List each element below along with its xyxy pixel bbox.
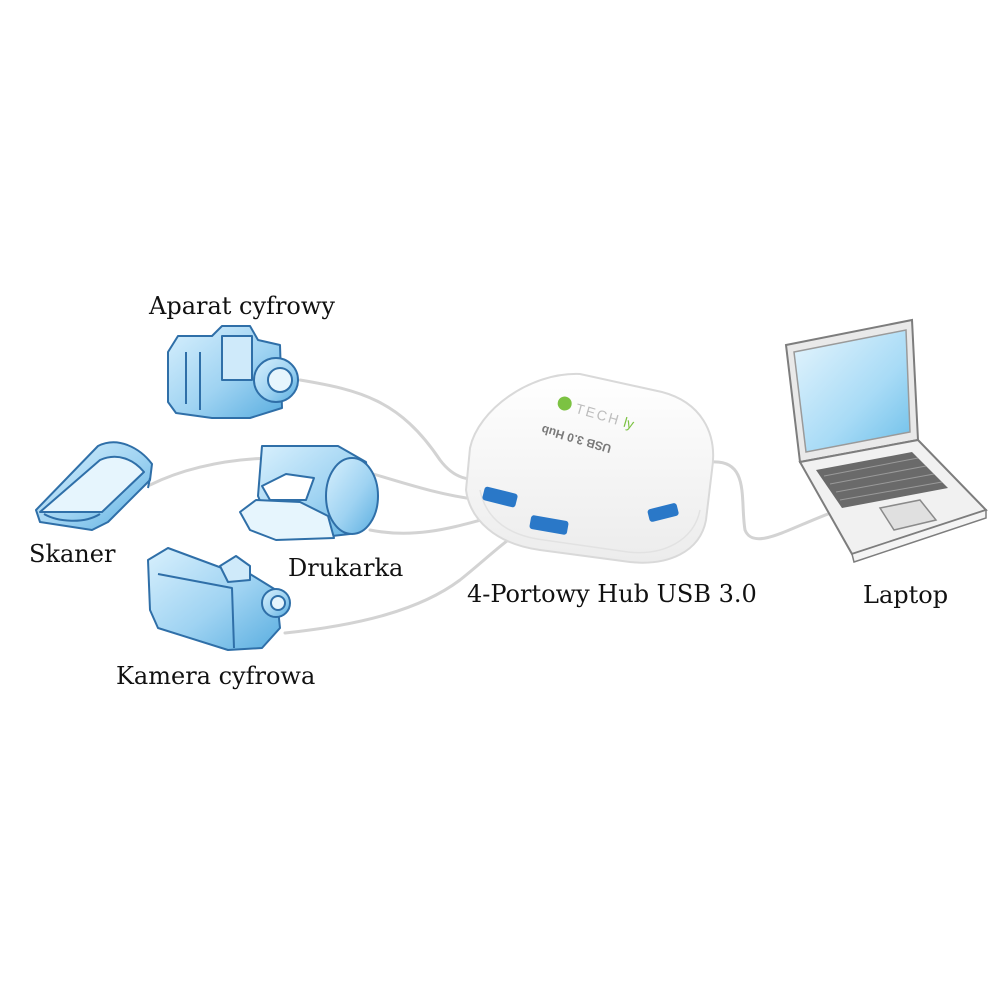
cable-laptop <box>710 460 857 541</box>
brand-logo-icon <box>557 396 572 411</box>
hub-port-1 <box>482 486 518 508</box>
laptop-icon <box>784 318 988 563</box>
printer-icon <box>239 445 379 541</box>
hub-port-3 <box>647 503 679 522</box>
label-laptop: Laptop <box>863 581 949 609</box>
hub-port-2 <box>529 515 569 535</box>
laptop-keyboard <box>816 452 948 508</box>
video-camera-icon <box>147 547 291 651</box>
digital-camera-icon <box>167 325 299 419</box>
label-printer: Drukarka <box>288 554 404 582</box>
cable-camcorder <box>283 533 517 635</box>
label-scanner: Skaner <box>29 540 116 568</box>
label-digital-camera: Aparat cyfrowy <box>149 292 335 320</box>
label-video-camera: Kamera cyfrowa <box>116 662 316 690</box>
hub-brand-suffix: ly <box>622 414 636 432</box>
usb-hub-device: TECH ly USB 3.0 Hub <box>464 372 715 564</box>
laptop-touchpad <box>878 499 938 531</box>
label-usb-hub: 4-Portowy Hub USB 3.0 <box>467 580 757 608</box>
scanner-icon <box>35 441 153 531</box>
